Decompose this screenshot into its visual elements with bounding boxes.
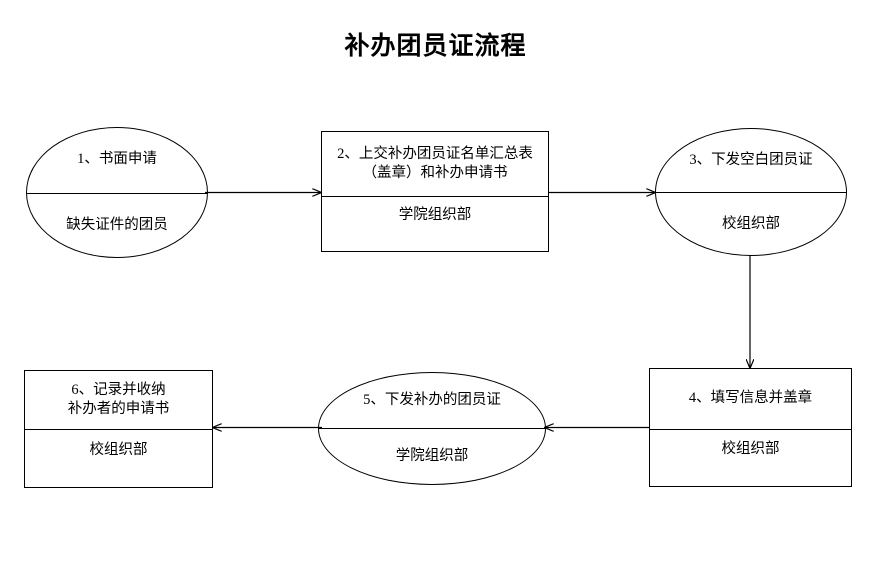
node-step-1-owner: 缺失证件的团员	[66, 216, 168, 233]
node-step-6-title: 6、记录并收纳 补办者的申请书	[67, 382, 170, 417]
node-step-5-owner: 学院组织部	[395, 448, 469, 465]
node-step-3-divider	[655, 192, 847, 193]
node-step-6-divider	[25, 428, 212, 430]
node-step-2-owner: 学院组织部	[398, 206, 472, 223]
node-step-5[interactable]: 5、下发补办的团员证 学院组织部	[318, 372, 546, 485]
node-step-2[interactable]: 2、上交补办团员证名单汇总表 （盖章）和补办申请书 学院组织部	[321, 131, 549, 252]
node-step-4-title: 4、填写信息并盖章	[688, 390, 813, 407]
node-step-1-title: 1、书面申请	[77, 151, 157, 168]
node-step-1[interactable]: 1、书面申请 缺失证件的团员	[26, 127, 208, 258]
node-step-1-divider	[26, 192, 208, 194]
node-step-2-title: 2、上交补办团员证名单汇总表 （盖章）和补办申请书	[337, 146, 533, 181]
node-step-6[interactable]: 6、记录并收纳 补办者的申请书 校组织部	[24, 370, 213, 488]
page-title: 补办团员证流程	[344, 31, 527, 60]
node-step-3[interactable]: 3、下发空白团员证 校组织部	[655, 128, 847, 256]
node-step-4-divider	[650, 428, 851, 430]
node-step-4[interactable]: 4、填写信息并盖章 校组织部	[649, 368, 852, 487]
node-step-3-title: 3、下发空白团员证	[689, 151, 813, 168]
node-step-2-divider	[322, 195, 548, 197]
node-step-5-title: 5、下发补办的团员证	[363, 391, 501, 408]
node-step-3-owner: 校组织部	[722, 215, 780, 232]
node-step-5-divider	[318, 428, 546, 429]
node-step-4-owner: 校组织部	[721, 440, 780, 457]
node-step-6-owner: 校组织部	[89, 441, 148, 458]
